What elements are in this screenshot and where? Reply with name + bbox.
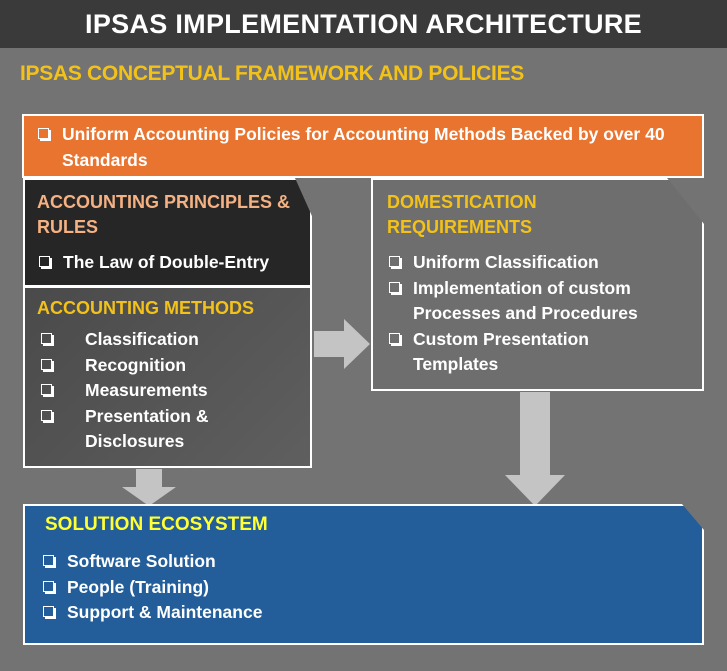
- list-item: Support & Maintenance: [41, 600, 686, 626]
- item-text: Measurements: [85, 380, 208, 400]
- diagram-title: IPSAS IMPLEMENTATION ARCHITECTURE: [0, 0, 727, 48]
- checkbox-bullet-icon: [43, 606, 54, 617]
- methods-box: ACCOUNTING METHODS Classification Recogn…: [23, 286, 312, 468]
- list-item: Custom Presentation Templates: [387, 327, 633, 378]
- item-text: Custom Presentation Templates: [413, 328, 589, 375]
- item-text: Implementation of custom Processes and P…: [413, 277, 638, 324]
- item-text: The Law of Double-Entry: [63, 252, 270, 272]
- list-item: Classification: [37, 327, 298, 353]
- checkbox-bullet-icon: [389, 281, 400, 293]
- list-item: Uniform Classification: [387, 250, 688, 276]
- item-text: Presentation & Disclosures: [85, 405, 209, 452]
- checkbox-bullet-icon: [41, 384, 52, 395]
- list-item: The Law of Double-Entry: [37, 250, 298, 276]
- item-text: Software Solution: [67, 551, 216, 571]
- item-text: Support & Maintenance: [67, 602, 263, 622]
- checkbox-bullet-icon: [389, 332, 400, 344]
- solution-heading: SOLUTION ECOSYSTEM: [45, 514, 268, 535]
- domestication-heading: DOMESTICATION REQUIREMENTS: [387, 192, 537, 237]
- checkbox-bullet-icon: [43, 580, 54, 592]
- checkbox-bullet-icon: [389, 256, 400, 267]
- methods-heading: ACCOUNTING METHODS: [37, 298, 254, 318]
- list-item: Software Solution: [41, 549, 686, 575]
- solution-box: SOLUTION ECOSYSTEM Software Solution Peo…: [23, 504, 704, 645]
- list-item: People (Training): [41, 575, 686, 601]
- list-item: Implementation of custom Processes and P…: [387, 276, 688, 327]
- principles-heading: ACCOUNTING PRINCIPLES & RULES: [37, 192, 291, 237]
- policies-box: Uniform Accounting Policies for Accounti…: [22, 114, 704, 178]
- item-text: Uniform Classification: [413, 252, 599, 272]
- checkbox-bullet-icon: [41, 358, 52, 370]
- right-arrow-icon: [314, 319, 370, 369]
- framework-subtitle: IPSAS CONCEPTUAL FRAMEWORK AND POLICIES: [20, 62, 524, 85]
- checkbox-bullet-icon: [39, 256, 50, 267]
- item-text: People (Training): [67, 576, 209, 597]
- checkbox-bullet-icon: [43, 555, 54, 566]
- list-item: Measurements: [37, 378, 298, 404]
- list-item: Uniform Accounting Policies for Accounti…: [36, 122, 692, 173]
- item-text: Uniform Accounting Policies for Accounti…: [62, 124, 665, 170]
- list-item: Presentation & Disclosures: [37, 404, 245, 455]
- checkbox-bullet-icon: [41, 409, 52, 421]
- list-item: Recognition: [37, 353, 298, 379]
- item-text: Recognition: [85, 354, 187, 375]
- down-arrow-left-icon: [122, 469, 176, 506]
- down-arrow-right-icon: [505, 392, 565, 506]
- item-text: Classification: [85, 329, 199, 349]
- principles-box: ACCOUNTING PRINCIPLES & RULES The Law of…: [23, 178, 312, 287]
- checkbox-bullet-icon: [41, 333, 52, 344]
- domestication-box: DOMESTICATION REQUIREMENTS Uniform Class…: [371, 178, 704, 391]
- checkbox-bullet-icon: [38, 128, 49, 139]
